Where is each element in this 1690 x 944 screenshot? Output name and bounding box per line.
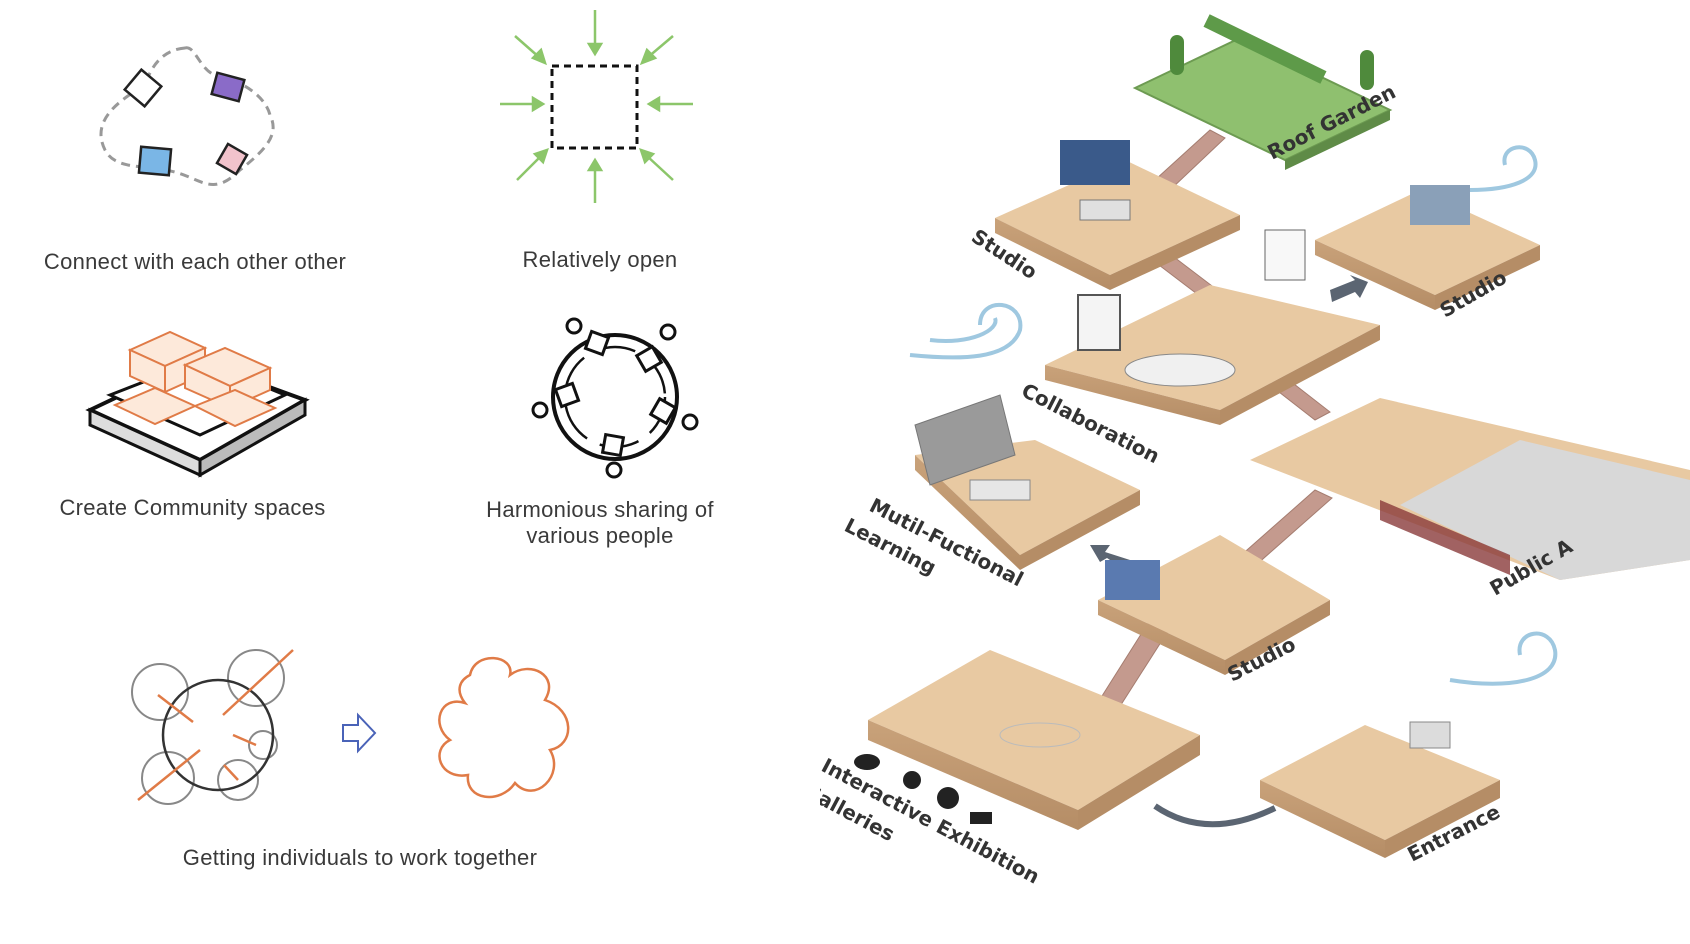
caption-open: Relatively open xyxy=(522,247,678,272)
studio-mid-platform xyxy=(1098,535,1330,675)
collaboration-platform xyxy=(1045,229,1380,425)
vr-icon xyxy=(970,812,992,824)
community-blocks-icon xyxy=(85,330,310,478)
caption-community: Create Community spaces xyxy=(59,495,326,520)
speaker-icon xyxy=(903,771,921,789)
path-curve xyxy=(1153,803,1277,828)
exhibition-icons xyxy=(854,754,992,824)
arrow-right-icon xyxy=(1330,275,1368,302)
roof-garden-platform xyxy=(1132,14,1393,170)
eye-icon xyxy=(854,754,880,770)
learning-platform xyxy=(914,394,1140,570)
individuals-circles-icon xyxy=(131,649,294,805)
galleries-platform xyxy=(868,650,1200,830)
caption-connect: Connect with each other other xyxy=(43,249,347,274)
public-area-platform xyxy=(1250,398,1690,580)
connect-diagram-icon xyxy=(99,46,275,187)
entrance-platform xyxy=(1260,721,1500,858)
caption-together: Getting individuals to work together xyxy=(182,845,538,870)
studio-top-left-platform xyxy=(995,140,1240,290)
wind-swirl-icon xyxy=(909,145,1558,686)
merged-cloud-icon xyxy=(438,656,570,799)
caption-sharing-line2: various people xyxy=(526,523,674,548)
isometric-building-diagram: Roof Garden Studio Studio Collaboration xyxy=(820,14,1690,889)
caption-sharing-line1: Harmonious sharing of xyxy=(486,497,714,522)
studio-right-platform xyxy=(1315,185,1540,310)
right-arrow-icon xyxy=(342,712,377,754)
people-circle-icon xyxy=(531,317,699,479)
touch-icon xyxy=(937,787,959,809)
open-square-icon xyxy=(500,10,693,203)
